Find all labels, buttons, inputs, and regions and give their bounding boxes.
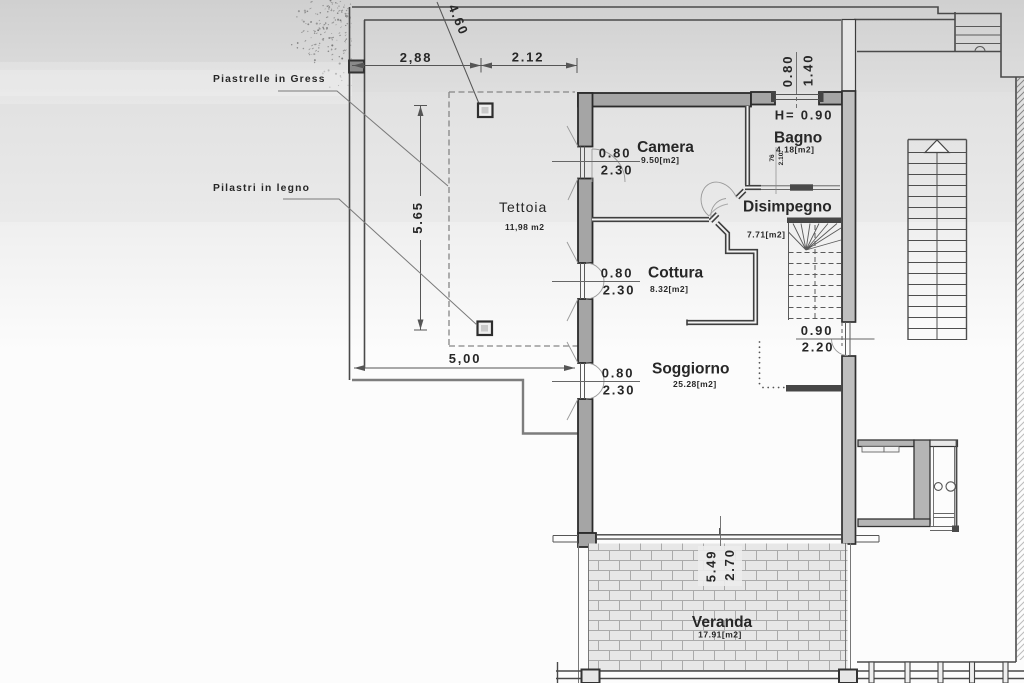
svg-text:Cottura: Cottura: [648, 265, 703, 282]
svg-text:0.80: 0.80: [599, 146, 632, 161]
svg-text:0.90: 0.90: [801, 323, 834, 338]
svg-text:2.30: 2.30: [601, 163, 634, 178]
svg-text:2.30: 2.30: [603, 383, 636, 398]
svg-text:2.20: 2.20: [802, 340, 835, 355]
svg-text:1.40: 1.40: [801, 54, 816, 87]
svg-text:Tettoia: Tettoia: [499, 199, 547, 215]
svg-text:0.80: 0.80: [780, 55, 795, 88]
svg-text:11,98 m2: 11,98 m2: [505, 222, 544, 232]
svg-text:4.18[m2]: 4.18[m2]: [776, 145, 815, 155]
svg-text:5.65: 5.65: [410, 201, 425, 234]
svg-text:Disimpegno: Disimpegno: [743, 199, 832, 216]
svg-text:8.32[m2]: 8.32[m2]: [650, 284, 689, 294]
svg-text:5.49: 5.49: [704, 550, 719, 583]
svg-text:7.71[m2]: 7.71[m2]: [747, 230, 786, 240]
svg-text:H= 0.90: H= 0.90: [775, 108, 834, 123]
svg-text:5,00: 5,00: [449, 351, 482, 366]
svg-text:76: 76: [769, 154, 776, 162]
svg-text:0.80: 0.80: [601, 266, 634, 281]
svg-text:Bagno: Bagno: [774, 130, 822, 147]
svg-text:2.10: 2.10: [778, 152, 785, 165]
svg-text:25.28[m2]: 25.28[m2]: [673, 379, 717, 389]
svg-text:17.91[m2]: 17.91[m2]: [698, 630, 742, 640]
svg-text:Soggiorno: Soggiorno: [652, 361, 730, 378]
svg-text:Camera: Camera: [637, 139, 694, 156]
svg-text:2.12: 2.12: [512, 50, 545, 65]
svg-text:Piastrelle in Gress: Piastrelle in Gress: [213, 74, 326, 85]
svg-text:2.70: 2.70: [722, 548, 737, 581]
svg-text:Pilastri in legno: Pilastri in legno: [213, 183, 310, 194]
svg-text:9.50[m2]: 9.50[m2]: [641, 155, 680, 165]
svg-text:2,88: 2,88: [400, 50, 433, 65]
svg-text:0.80: 0.80: [602, 366, 635, 381]
svg-text:Veranda: Veranda: [692, 614, 753, 631]
svg-text:2.30: 2.30: [603, 283, 636, 298]
